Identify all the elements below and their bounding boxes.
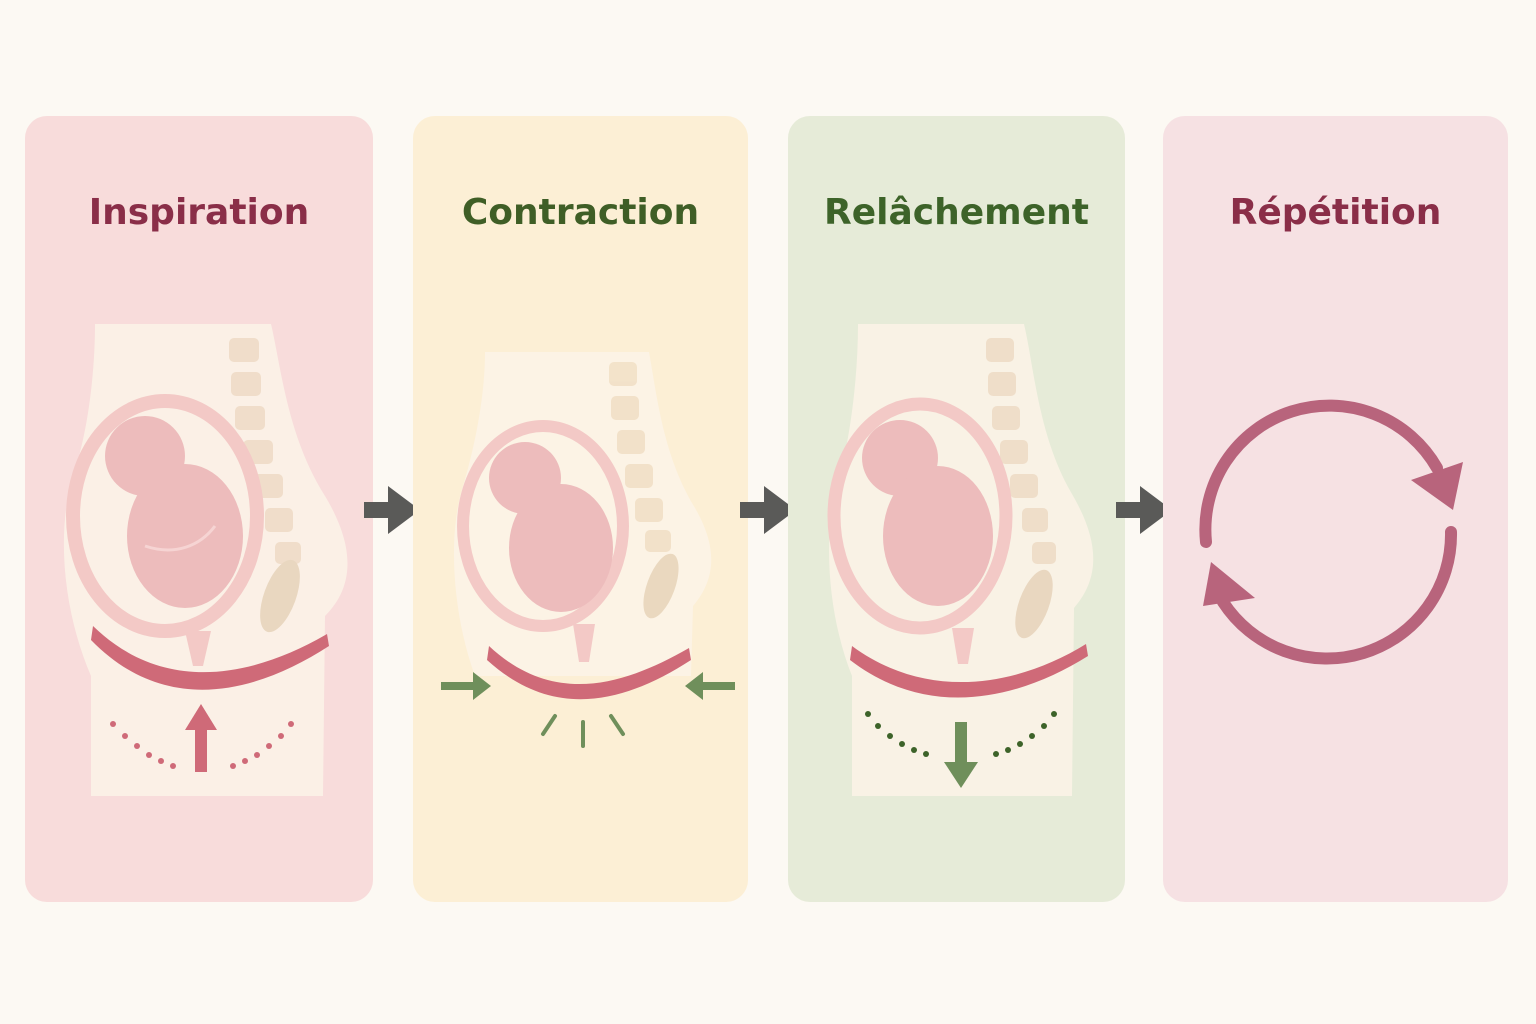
uterus-icon — [827, 397, 1013, 635]
down-arrow-icon — [944, 722, 978, 788]
baby-icon — [862, 420, 993, 606]
step-panel-repetition: Répétition — [1163, 116, 1508, 902]
breath-dots-icon — [865, 711, 1057, 757]
step-panel-relachement: Relâchement — [788, 116, 1125, 902]
step-panel-inspiration: Inspiration — [25, 116, 373, 902]
step-panel-contraction: Contraction — [413, 116, 748, 902]
pregnancy-illustration-inspiration — [63, 324, 348, 796]
pregnancy-illustration-relachement — [827, 324, 1094, 796]
spine-icon — [229, 338, 301, 564]
inward-left-arrow-icon — [441, 672, 491, 700]
uterus-icon — [66, 394, 264, 638]
next-step-arrow-icon — [364, 486, 420, 534]
step-title-inspiration: Inspiration — [88, 192, 310, 233]
spine-icon — [609, 362, 671, 552]
step-title-contraction: Contraction — [461, 192, 700, 233]
spine-icon — [986, 338, 1056, 564]
pelvic-floor-muscle — [487, 646, 691, 700]
up-arrow-icon — [185, 704, 217, 772]
step-title-repetition: Répétition — [1229, 192, 1442, 233]
baby-icon — [105, 416, 243, 608]
step-title-relachement: Relâchement — [824, 192, 1089, 233]
next-step-arrow-icon — [1116, 486, 1172, 534]
baby-icon — [489, 442, 613, 612]
tension-lines-icon — [541, 714, 625, 748]
next-step-arrow-icon — [740, 486, 796, 534]
cycle-icon — [1199, 399, 1463, 665]
pelvic-floor-muscle — [91, 626, 329, 690]
pregnancy-illustration-contraction — [441, 352, 735, 748]
inward-right-arrow-icon — [685, 672, 735, 700]
uterus-icon — [457, 420, 629, 632]
breath-dots-icon — [110, 721, 294, 769]
pelvic-floor-muscle — [850, 644, 1088, 698]
